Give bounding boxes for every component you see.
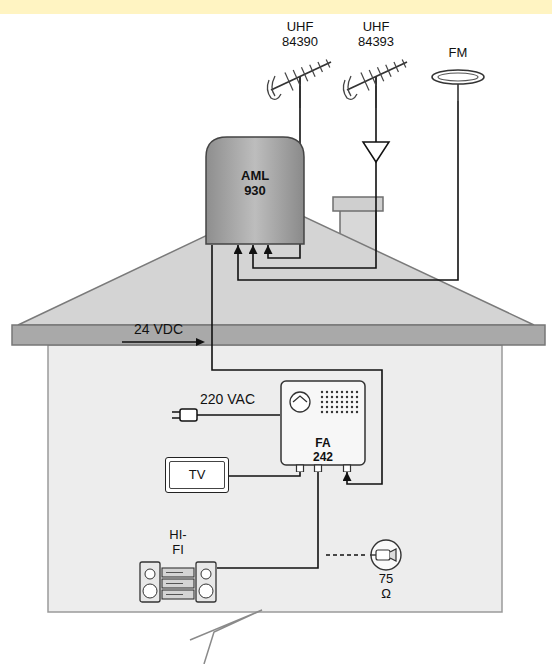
dashed-leader bbox=[326, 554, 366, 555]
plug-pin bbox=[172, 417, 180, 419]
node-label: UHF 84390 bbox=[282, 20, 318, 50]
coax-cable bbox=[212, 245, 382, 484]
roof-eaves bbox=[12, 325, 545, 345]
uhf-antenna: UHF 84390 bbox=[263, 20, 337, 108]
coax-cable bbox=[229, 472, 300, 476]
house-wall bbox=[48, 345, 502, 612]
terminator-symbol bbox=[364, 538, 408, 572]
yagi-antenna-symbol bbox=[339, 50, 413, 108]
stereo-symbol bbox=[139, 558, 217, 604]
mains-cord bbox=[197, 414, 280, 416]
terminator-load: 75 Ω bbox=[364, 538, 408, 602]
node-label: TV bbox=[189, 468, 206, 483]
top-band bbox=[0, 0, 552, 14]
node-label: UHF 84393 bbox=[358, 20, 394, 50]
node-label: FM bbox=[449, 46, 468, 61]
plug-pin bbox=[172, 411, 180, 413]
tv-set: TV bbox=[165, 457, 229, 493]
voltage-arrow bbox=[122, 341, 196, 343]
preamplifier-symbol bbox=[363, 142, 389, 162]
yagi-antenna-symbol bbox=[263, 50, 337, 108]
voltage-arrowhead bbox=[196, 338, 205, 346]
coax-cable bbox=[217, 472, 318, 568]
crack-line bbox=[190, 610, 262, 664]
node-label: HI-FI bbox=[169, 528, 186, 558]
node-label: AML 930 bbox=[241, 169, 269, 199]
power-supply: FA 242 bbox=[280, 380, 366, 472]
node-label: FA 242 bbox=[313, 437, 333, 465]
mast-amplifier: AML 930 bbox=[205, 135, 305, 245]
mains-plug bbox=[180, 409, 197, 421]
hifi-system: HI-FI bbox=[139, 528, 217, 604]
supply-voltage-label: 24 VDC bbox=[134, 321, 183, 337]
fm-dipole-symbol bbox=[426, 61, 490, 101]
fm-antenna: FM bbox=[426, 46, 490, 101]
uhf-antenna: UHF 84393 bbox=[339, 20, 413, 108]
mains-voltage-label: 220 VAC bbox=[200, 391, 255, 407]
node-label: 75 Ω bbox=[379, 572, 393, 602]
